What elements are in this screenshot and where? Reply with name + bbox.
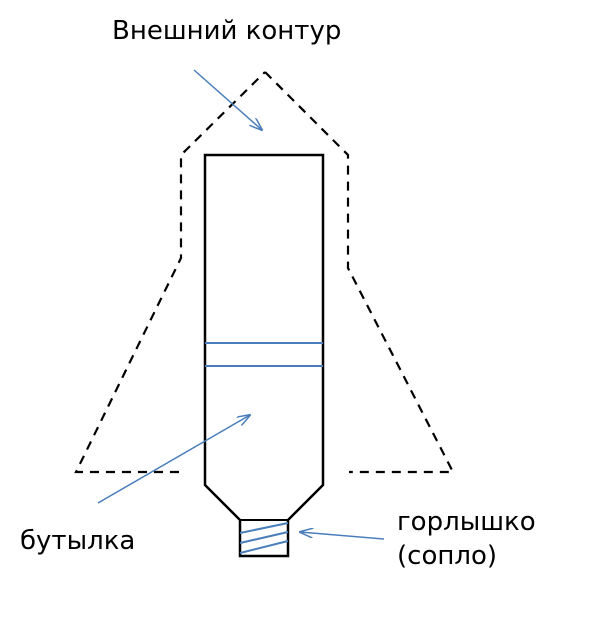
arrow-icon (300, 532, 385, 540)
bottle-label: бутылка (20, 526, 136, 556)
outer-contour-label: Внешний контур (112, 16, 342, 46)
neck-label-line1: горлышко (397, 507, 536, 537)
neck-label-line2: (сопло) (397, 541, 498, 571)
arrow-icon (97, 415, 250, 504)
arrow-icon (193, 69, 262, 130)
neck-thread-3 (239, 540, 289, 554)
outer-contour-right (264, 71, 455, 474)
neck-label: горлышко (сопло) (397, 505, 536, 573)
neck-thread-2 (239, 531, 289, 544)
neck-thread-1 (239, 522, 289, 534)
outer-contour-left (74, 71, 266, 474)
bottle-body (203, 153, 325, 558)
